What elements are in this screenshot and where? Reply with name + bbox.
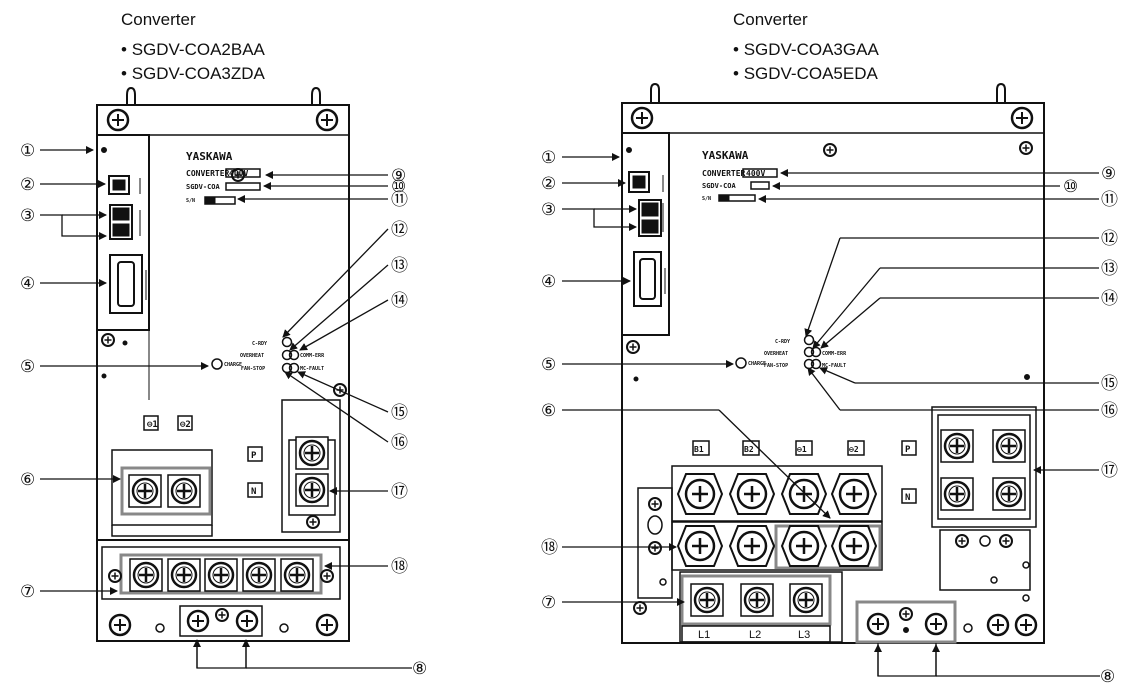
right-callout-3: ③ — [541, 200, 556, 220]
right-model-2: • SGDV-COA5EDA — [733, 64, 878, 83]
left-callout-13: ⑬ — [391, 256, 408, 276]
left-model-prefix: SGDV-COA — [186, 183, 221, 191]
right-callout-2: ② — [541, 174, 556, 194]
right-callout-numbers: ① ② ③ ④ ⑤ ⑥ ⑦ ⑧ ⑨ ⑩ ⑪ ⑫ ⑬ ⑭ ⑮ ⑯ ⑰ ⑱ — [541, 148, 1118, 686]
right-label-l2: L2 — [749, 629, 761, 641]
left-converter-drawing — [96, 86, 350, 642]
right-callout-5: ⑤ — [541, 355, 556, 375]
left-callout-1: ① — [20, 141, 35, 161]
left-callout-5: ⑤ — [20, 357, 35, 377]
right-callout-7: ⑦ — [541, 593, 556, 613]
left-callout-10: ⑩ — [391, 177, 406, 197]
right-callout-4: ④ — [541, 272, 556, 292]
right-led-mc-fault: MC-FAULT — [822, 363, 846, 369]
left-callout-17: ⑰ — [391, 482, 408, 502]
right-callout-6: ⑥ — [541, 401, 556, 421]
left-led-c-rdy: C-RDY — [252, 341, 267, 347]
right-callout-1: ① — [541, 148, 556, 168]
right-term-b1: B1 — [694, 445, 704, 454]
right-serial-label: S/N — [702, 196, 711, 202]
right-model-1: • SGDV-COA3GAA — [733, 40, 879, 59]
left-callout-14: ⑭ — [391, 291, 408, 311]
right-panel-text: YASKAWA CONVERTER 400V SGDV-COA S/N C-RD… — [694, 149, 911, 641]
right-term-1: ⊖1 — [797, 445, 807, 454]
right-callout-lines — [562, 153, 1100, 677]
right-callout-11: ⑪ — [1101, 190, 1118, 210]
left-term-2: ⊖2 — [180, 420, 191, 430]
left-callout-4: ④ — [20, 274, 35, 294]
right-converter-label: CONVERTER — [702, 169, 746, 178]
left-callout-11: ⑪ — [391, 190, 408, 210]
left-voltage: 400V — [229, 169, 248, 178]
left-converter-label: CONVERTER — [186, 169, 230, 178]
left-led-comm-err: COMM-ERR — [300, 353, 325, 359]
left-callout-numbers: ① ② ③ ④ ⑤ ⑥ ⑦ ⑧ ⑨ ⑩ ⑪ ⑫ ⑬ ⑭ ⑮ ⑯ ⑰ ⑱ — [20, 141, 427, 679]
right-callout-13: ⑬ — [1101, 259, 1118, 279]
right-model-2-text: SGDV-COA5EDA — [743, 64, 878, 83]
left-led-mc-fault: MC-FAULT — [300, 366, 324, 372]
left-term-1: ⊖1 — [147, 420, 158, 430]
right-callout-16: ⑯ — [1101, 401, 1118, 421]
right-model-prefix: SGDV-COA — [702, 182, 737, 190]
left-led-fan-stop: FAN-STOP — [241, 366, 265, 372]
right-callout-9: ⑨ — [1101, 164, 1116, 184]
left-model-1-text: SGDV-COA2BAA — [131, 40, 265, 59]
right-model-1-text: SGDV-COA3GAA — [743, 40, 879, 59]
right-callout-17: ⑰ — [1101, 461, 1118, 481]
left-callout-8: ⑧ — [412, 659, 427, 679]
left-callout-12: ⑫ — [391, 220, 408, 240]
left-callout-lines — [40, 146, 412, 669]
right-callout-14: ⑭ — [1101, 289, 1118, 309]
right-term-p: P — [905, 445, 911, 455]
left-brand: YASKAWA — [186, 150, 233, 163]
left-title: Converter — [121, 10, 196, 29]
right-led-c-rdy: C-RDY — [775, 339, 790, 345]
left-term-p: P — [251, 451, 257, 461]
right-voltage: 400V — [746, 169, 765, 178]
right-brand: YASKAWA — [702, 149, 749, 162]
left-model-1: • SGDV-COA2BAA — [121, 40, 265, 59]
right-led-overheat: OVERHEAT — [764, 351, 788, 357]
right-callout-18: ⑱ — [541, 538, 558, 558]
left-serial-label: S/N — [186, 198, 195, 204]
right-callout-15: ⑮ — [1101, 374, 1118, 394]
right-charge: CHARGE — [748, 361, 766, 367]
left-callout-7: ⑦ — [20, 582, 35, 602]
left-model-2: • SGDV-COA3ZDA — [121, 64, 265, 83]
right-label-l1: L1 — [698, 629, 710, 641]
left-led-overheat: OVERHEAT — [240, 353, 264, 359]
right-title: Converter — [733, 10, 808, 29]
left-callout-2: ② — [20, 175, 35, 195]
left-callout-18: ⑱ — [391, 557, 408, 577]
left-panel-text: YASKAWA CONVERTER 400V SGDV-COA S/N C-RD… — [147, 150, 325, 497]
right-term-2: ⊖2 — [849, 445, 859, 454]
right-callout-10: ⑩ — [1063, 177, 1078, 197]
left-charge: CHARGE — [224, 362, 242, 368]
left-callout-6: ⑥ — [20, 470, 35, 490]
left-callout-3: ③ — [20, 206, 35, 226]
left-callout-15: ⑮ — [391, 403, 408, 423]
right-callout-8: ⑧ — [1100, 667, 1115, 686]
right-term-b2: B2 — [744, 445, 754, 454]
right-label-l3: L3 — [798, 629, 810, 641]
right-led-comm-err: COMM-ERR — [822, 351, 847, 357]
right-led-fan-stop: FAN-STOP — [764, 363, 788, 369]
right-callout-12: ⑫ — [1101, 229, 1118, 249]
right-term-n: N — [905, 493, 910, 503]
left-term-n: N — [251, 487, 256, 497]
left-callout-16: ⑯ — [391, 433, 408, 453]
left-model-2-text: SGDV-COA3ZDA — [131, 64, 265, 83]
left-callout-9: ⑨ — [391, 166, 406, 186]
